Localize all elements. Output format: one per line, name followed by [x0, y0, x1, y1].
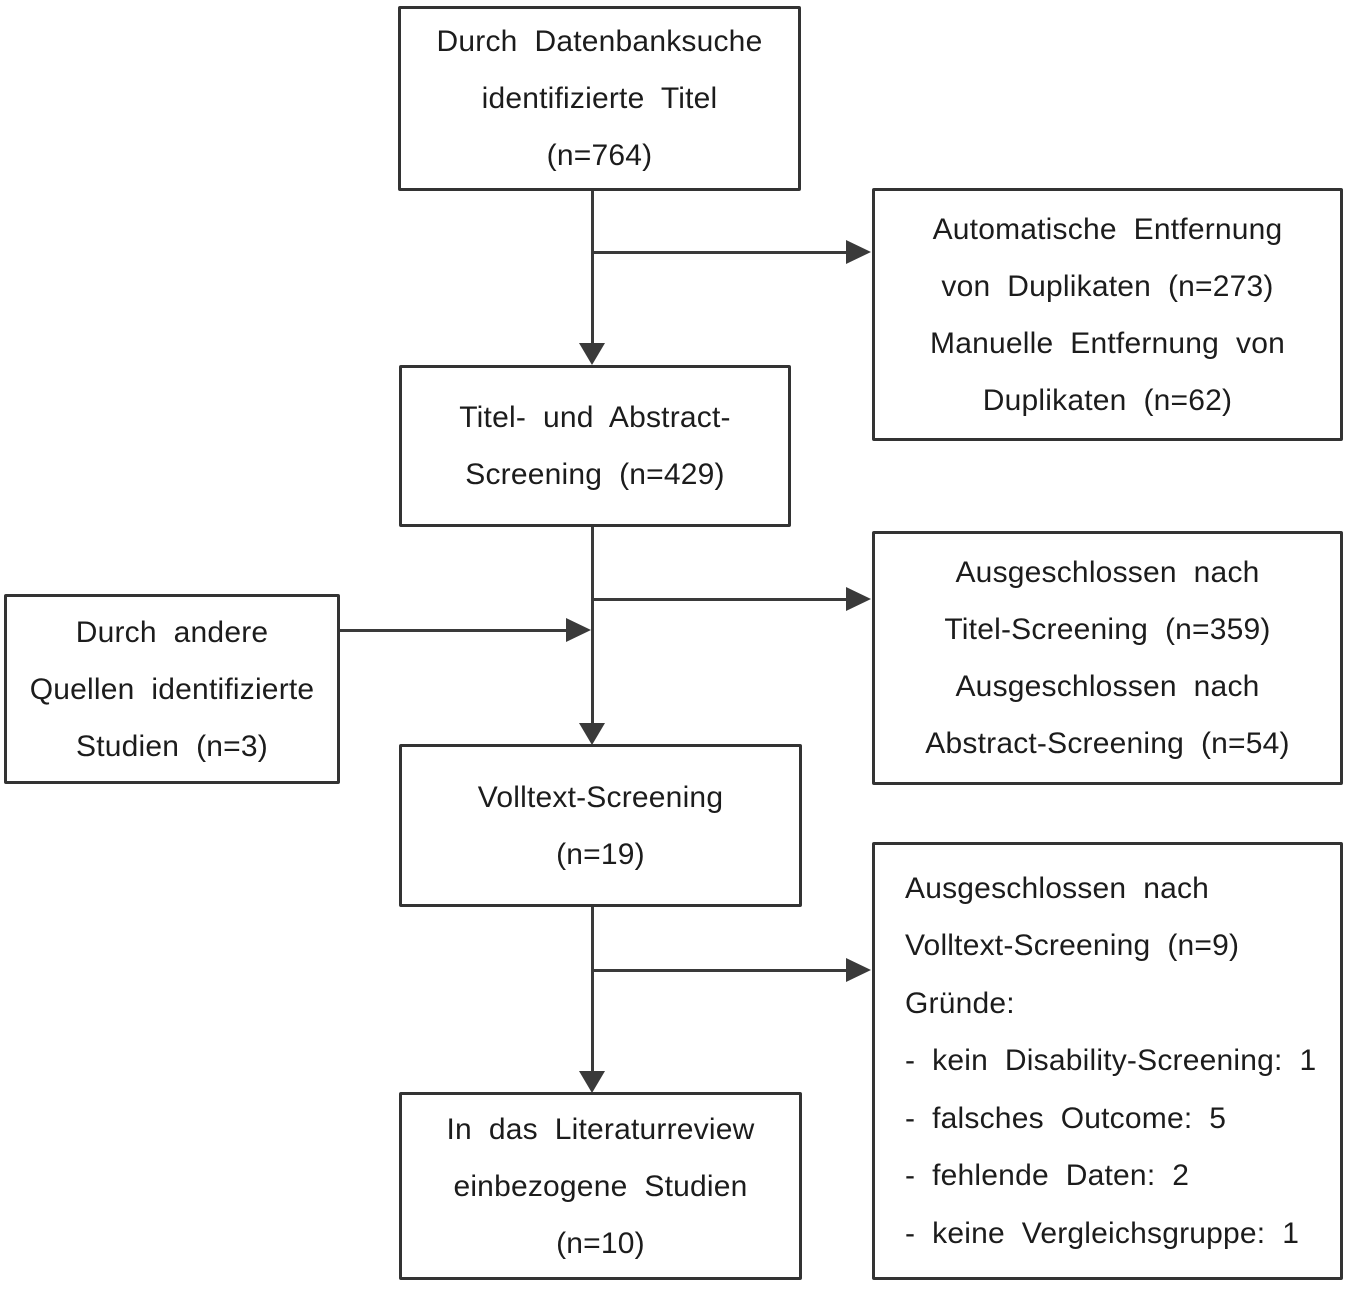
connector-to-duplicate-removal — [592, 251, 848, 254]
arrowhead-right-icon — [846, 958, 871, 982]
arrowhead-right-icon — [846, 587, 871, 611]
box-line: Screening (n=429) — [465, 458, 725, 491]
box-line: Volltext-Screening (n=9) — [905, 929, 1240, 963]
arrowhead-down-icon — [579, 723, 605, 745]
box-line: Ausgeschlossen nach — [905, 871, 1210, 905]
box-line: Automatische Entfernung — [932, 212, 1283, 246]
box-line: Ausgeschlossen nach — [955, 556, 1260, 589]
box-line: In das Literaturreview — [446, 1112, 755, 1146]
connector-title-abstract-to-fulltext — [591, 527, 594, 724]
box-line: - fehlende Daten: 2 — [905, 1159, 1190, 1193]
box-line: - falsches Outcome: 5 — [905, 1101, 1227, 1135]
box-line: Volltext-Screening — [477, 780, 724, 814]
box-line: Ausgeschlossen nach — [955, 670, 1260, 703]
arrowhead-right-icon — [566, 618, 591, 642]
connector-fulltext-to-included — [591, 907, 594, 1072]
arrowhead-right-icon — [846, 240, 871, 264]
box-line: Durch Datenbanksuche — [436, 25, 763, 58]
arrowhead-down-icon — [579, 343, 605, 365]
box-line: (n=10) — [556, 1226, 645, 1260]
box-line: Abstract-Screening (n=54) — [925, 727, 1290, 760]
box-line: Duplikaten (n=62) — [982, 383, 1233, 417]
box-line: einbezogene Studien — [453, 1169, 748, 1203]
box-line: Quellen identifizierte — [29, 672, 315, 706]
box-excluded-fulltext-screening: Ausgeschlossen nach Volltext-Screening (… — [872, 842, 1343, 1280]
connector-to-excluded-fulltext — [592, 969, 846, 972]
box-duplicate-removal: Automatische Entfernung von Duplikaten (… — [872, 188, 1343, 441]
connector-other-sources-to-main-flow — [340, 629, 568, 632]
box-database-identified-titles: Durch Datenbanksuche identifizierte Tite… — [398, 6, 801, 191]
connector-identified-to-title-abstract — [591, 191, 594, 344]
box-other-sources-studies: Durch andere Quellen identifizierte Stud… — [4, 594, 340, 784]
box-line: Durch andere — [75, 615, 269, 649]
box-line: Studien (n=3) — [76, 729, 268, 763]
box-line: Titel-Screening (n=359) — [944, 613, 1271, 646]
arrowhead-down-icon — [579, 1071, 605, 1093]
box-line: Gründe: — [905, 986, 1015, 1020]
box-title-abstract-screening: Titel- und Abstract- Screening (n=429) — [399, 365, 791, 527]
box-line: von Duplikaten (n=273) — [941, 269, 1274, 303]
box-line: identifizierte Titel — [481, 82, 718, 115]
box-line: - kein Disability-Screening: 1 — [905, 1044, 1317, 1078]
box-included-studies: In das Literaturreview einbezogene Studi… — [399, 1092, 802, 1280]
box-excluded-title-abstract-screening: Ausgeschlossen nach Titel-Screening (n=3… — [872, 531, 1343, 785]
connector-to-excluded-title-abstract — [592, 598, 846, 601]
box-line: (n=19) — [556, 837, 645, 871]
box-line: Titel- und Abstract- — [459, 401, 731, 434]
box-fulltext-screening: Volltext-Screening (n=19) — [399, 744, 802, 907]
box-line: - keine Vergleichsgruppe: 1 — [905, 1216, 1300, 1250]
box-line: (n=764) — [546, 139, 653, 172]
box-line: Manuelle Entfernung von — [930, 326, 1285, 360]
